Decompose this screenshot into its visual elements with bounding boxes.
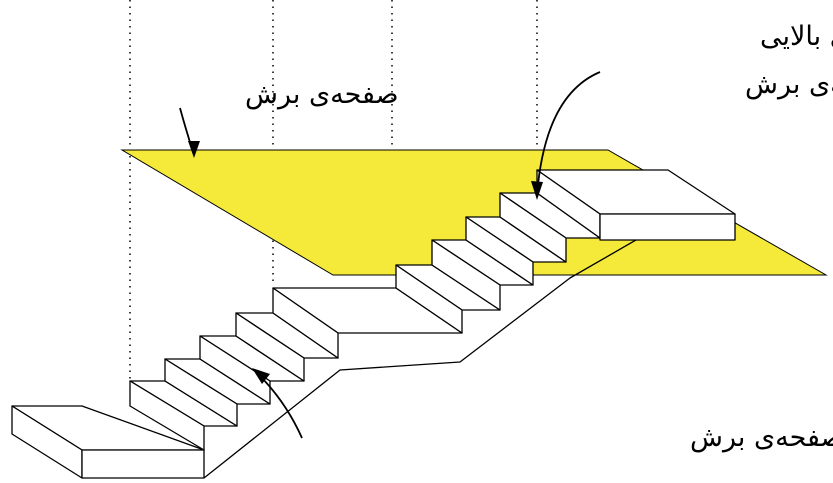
projection-lines [129,0,538,380]
arrowhead-cutting-plane [188,141,200,158]
arrowhead-upper-stairs [531,181,543,200]
arrow-upper-stairs [536,71,601,196]
stair-underside [203,239,637,479]
label-lower-stairs: پله‌های زیرین صفحه‌ی برش [690,422,833,453]
riser [129,380,205,451]
riser [431,239,501,311]
riser [235,312,305,382]
staircase [11,169,736,479]
riser [199,335,271,405]
label-upper-stairs-line1: پله‌های بالایی [760,21,833,52]
lower-flight [129,287,463,451]
bottom-landing-front [81,449,205,479]
top-landing-front [599,213,736,241]
riser [272,287,339,359]
riser [395,264,463,334]
riser [164,358,238,427]
riser [465,216,534,286]
label-upper-stairs-line2: صفحه‌ی برش [745,69,833,100]
riser [499,192,567,263]
arrowhead-lower-stairs [252,368,270,384]
middle-flight [395,192,601,334]
arrowheads [188,141,543,384]
label-cutting-plane: صفحه‌ی برش [245,79,399,110]
